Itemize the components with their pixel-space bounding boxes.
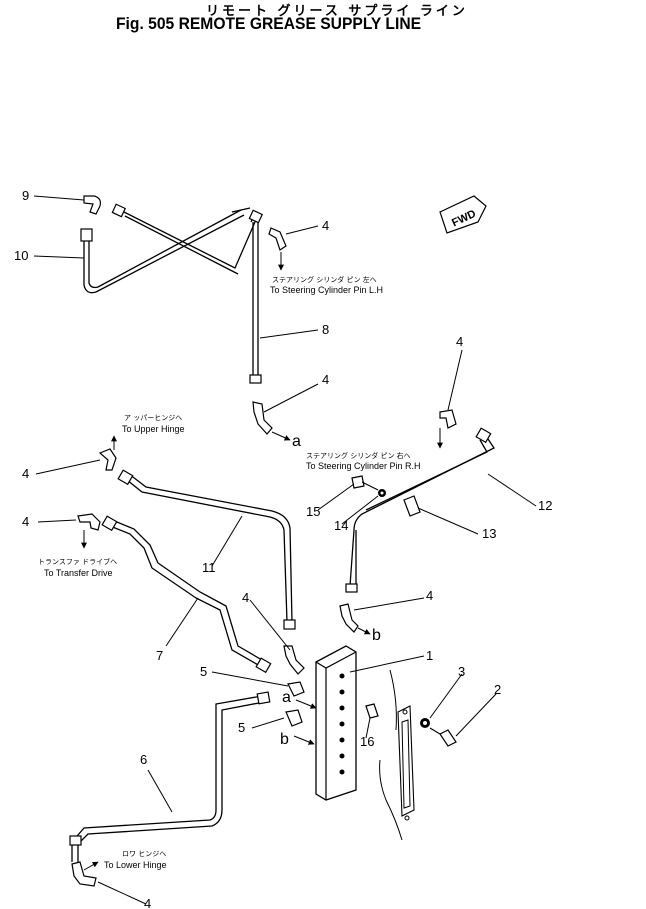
- note-steer-rh-jp: ステアリング シリンダ ピン 右へ: [306, 451, 411, 460]
- elbow-4-mid: [252, 401, 273, 435]
- label-4-c: 4: [456, 334, 463, 349]
- mark-b-pipe: b: [372, 627, 381, 644]
- label-13: 13: [482, 526, 496, 541]
- label-5-lower: 5: [238, 720, 245, 735]
- mark-b-block: b: [280, 731, 289, 748]
- elbow-4-transfer: [77, 513, 101, 531]
- elbow-4-b: [339, 603, 359, 633]
- elbow-4-steer-rh: [439, 409, 457, 429]
- label-2: 2: [494, 682, 501, 697]
- note-transfer: To Transfer Drive: [44, 568, 113, 578]
- bolt-15: [351, 475, 379, 491]
- fitting-5-upper: [287, 681, 305, 697]
- connection-marks: a b a b: [280, 433, 381, 748]
- note-steer-lh-jp: ステアリング シリンダ ピン 左へ: [272, 275, 377, 284]
- label-5-upper: 5: [200, 664, 207, 679]
- elbow-9: [83, 195, 101, 215]
- label-11: 11: [202, 560, 216, 575]
- leader-lines: [33, 195, 537, 905]
- note-upper-jp: ア ッパーヒンジへ: [124, 414, 182, 422]
- label-4-e: 4: [22, 514, 29, 529]
- note-transfer-jp: トランスファ ドライブへ: [38, 557, 117, 566]
- note-steer-rh: To Steering Cylinder Pin R.H: [306, 461, 421, 471]
- elbow-4-top: [268, 227, 287, 251]
- label-14: 14: [334, 518, 348, 533]
- elbow-4-near-block: [283, 645, 305, 675]
- note-steer-lh: To Steering Cylinder Pin L.H: [270, 285, 383, 295]
- label-12: 12: [538, 498, 552, 513]
- label-8: 8: [322, 322, 329, 337]
- mounting-bracket: [379, 669, 415, 841]
- label-10: 10: [14, 248, 28, 263]
- label-7: 7: [156, 648, 163, 663]
- elbow-4-lower: [71, 861, 97, 887]
- label-4-a: 4: [322, 218, 329, 233]
- pipe-11: [117, 469, 296, 630]
- fitting-5-lower: [285, 709, 303, 727]
- label-4-g: 4: [242, 590, 249, 605]
- washer-3: [420, 718, 430, 728]
- title-japanese: リモート グリース サプライ ライン: [206, 4, 468, 19]
- label-1: 1: [426, 648, 433, 663]
- note-lower: To Lower Hinge: [104, 860, 167, 870]
- label-4-d: 4: [22, 466, 29, 481]
- label-4-f: 4: [426, 588, 433, 603]
- fitting-16: [365, 703, 379, 719]
- elbow-4-upper: [98, 448, 117, 471]
- pipe-10: [80, 207, 251, 294]
- washer-14: [378, 489, 386, 497]
- clamp-13: [403, 495, 421, 517]
- label-6: 6: [140, 752, 147, 767]
- manifold-block-1: [315, 645, 357, 801]
- label-16: 16: [360, 734, 374, 749]
- pipe-12: [345, 427, 495, 593]
- destination-notes: ステアリング シリンダ ピン 左へ To Steering Cylinder P…: [38, 275, 421, 870]
- part-labels: 9 10 4 8 4 4 4 4 12 13 15 14 11 4 4 7 1 …: [14, 188, 552, 909]
- bolt-2: [429, 727, 457, 747]
- label-9: 9: [22, 188, 29, 203]
- pipe-7: [101, 515, 272, 674]
- label-3: 3: [458, 664, 465, 679]
- note-lower-jp: ロワ ヒンジへ: [122, 850, 166, 858]
- pipe-6: [69, 691, 271, 862]
- mark-a-block: a: [282, 689, 291, 706]
- label-4-b: 4: [322, 372, 329, 387]
- fwd-arrow-badge: FWD: [439, 195, 487, 234]
- note-upper: To Upper Hinge: [122, 424, 185, 434]
- flow-arrows: [81, 252, 443, 871]
- label-15: 15: [306, 504, 320, 519]
- pipe-8: [111, 203, 264, 384]
- figure-title: Fig. 505 REMOTE GREASE SUPPLY LINE: [116, 14, 422, 33]
- label-4-h: 4: [144, 896, 151, 909]
- mark-a-pipe: a: [292, 433, 301, 450]
